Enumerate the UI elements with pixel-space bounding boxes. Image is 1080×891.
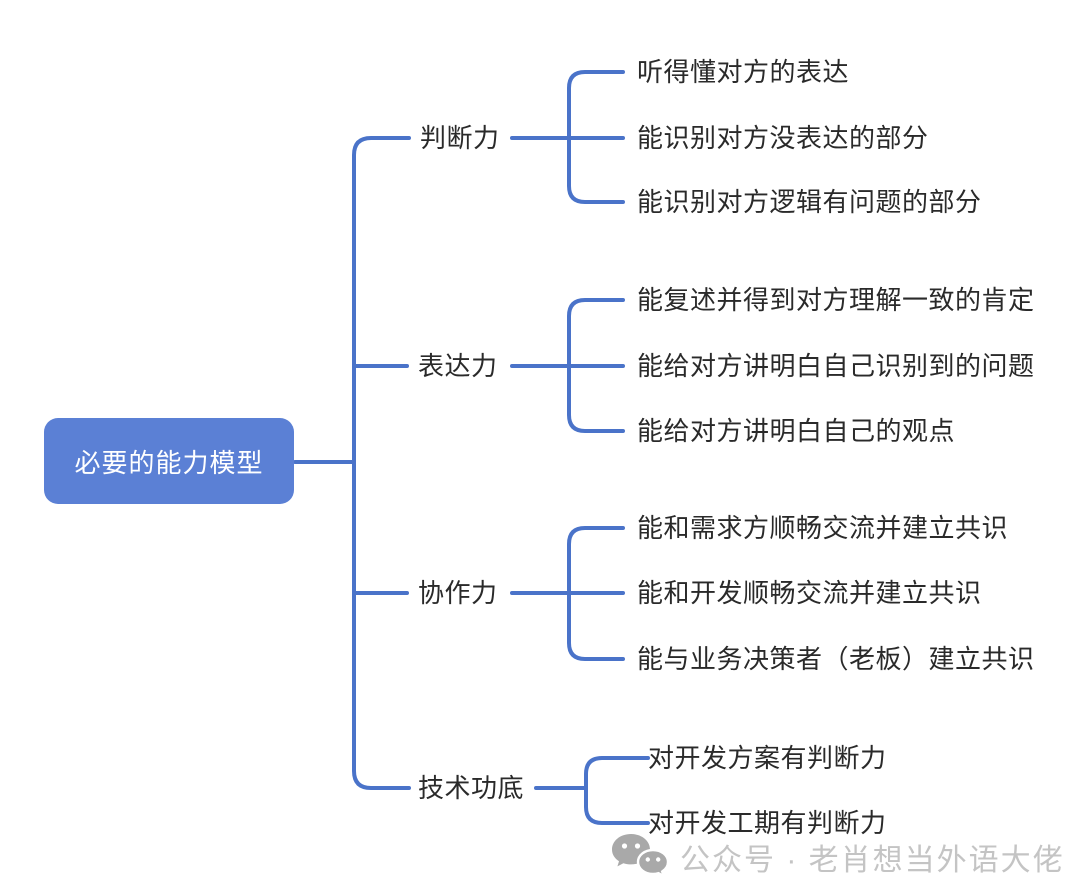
branch-1-leaf-2: 能给对方讲明白自己的观点: [637, 416, 956, 447]
branch-2-leaf-2: 能与业务决策者（老板）建立共识: [637, 644, 1035, 675]
branch-3-label: 技术功底: [418, 773, 525, 804]
root-node-label: 必要的能力模型: [74, 447, 264, 478]
branch-2-label: 协作力: [418, 578, 498, 609]
branch-0-label: 判断力: [420, 123, 500, 154]
connector-branch-2-subtrunk: [567, 526, 625, 661]
branch-1-leaf-0: 能复述并得到对方理解一致的肯定: [637, 285, 1035, 316]
connector-branch-1-subtrunk: [567, 298, 625, 433]
connector-branch-0-subtrunk: [567, 70, 625, 204]
branch-1-leaf-1: 能给对方讲明白自己识别到的问题: [637, 351, 1035, 382]
branch-0-leaf-1: 能识别对方没表达的部分: [637, 123, 929, 154]
branch-0-leaf-2: 能识别对方逻辑有问题的部分: [637, 187, 982, 218]
watermark-text: 公众号 · 老肖想当外语大佬: [680, 844, 1065, 877]
branch-3-leaf-0: 对开发方案有判断力: [648, 743, 887, 774]
branch-3-leaf-1: 对开发工期有判断力: [648, 808, 887, 839]
branch-2-leaf-0: 能和需求方顺畅交流并建立共识: [637, 513, 1009, 544]
watermark: 公众号 · 老肖想当外语大佬: [610, 832, 1065, 882]
connector-main-trunk: [352, 136, 411, 790]
branch-1-label: 表达力: [418, 351, 498, 382]
connector-branch-3-subtrunk: [584, 756, 650, 825]
root-node: 必要的能力模型: [44, 418, 294, 504]
branch-2-leaf-1: 能和开发顺畅交流并建立共识: [637, 578, 982, 609]
wechat-icon: [612, 834, 668, 879]
branch-0-leaf-0: 听得懂对方的表达: [637, 57, 850, 88]
